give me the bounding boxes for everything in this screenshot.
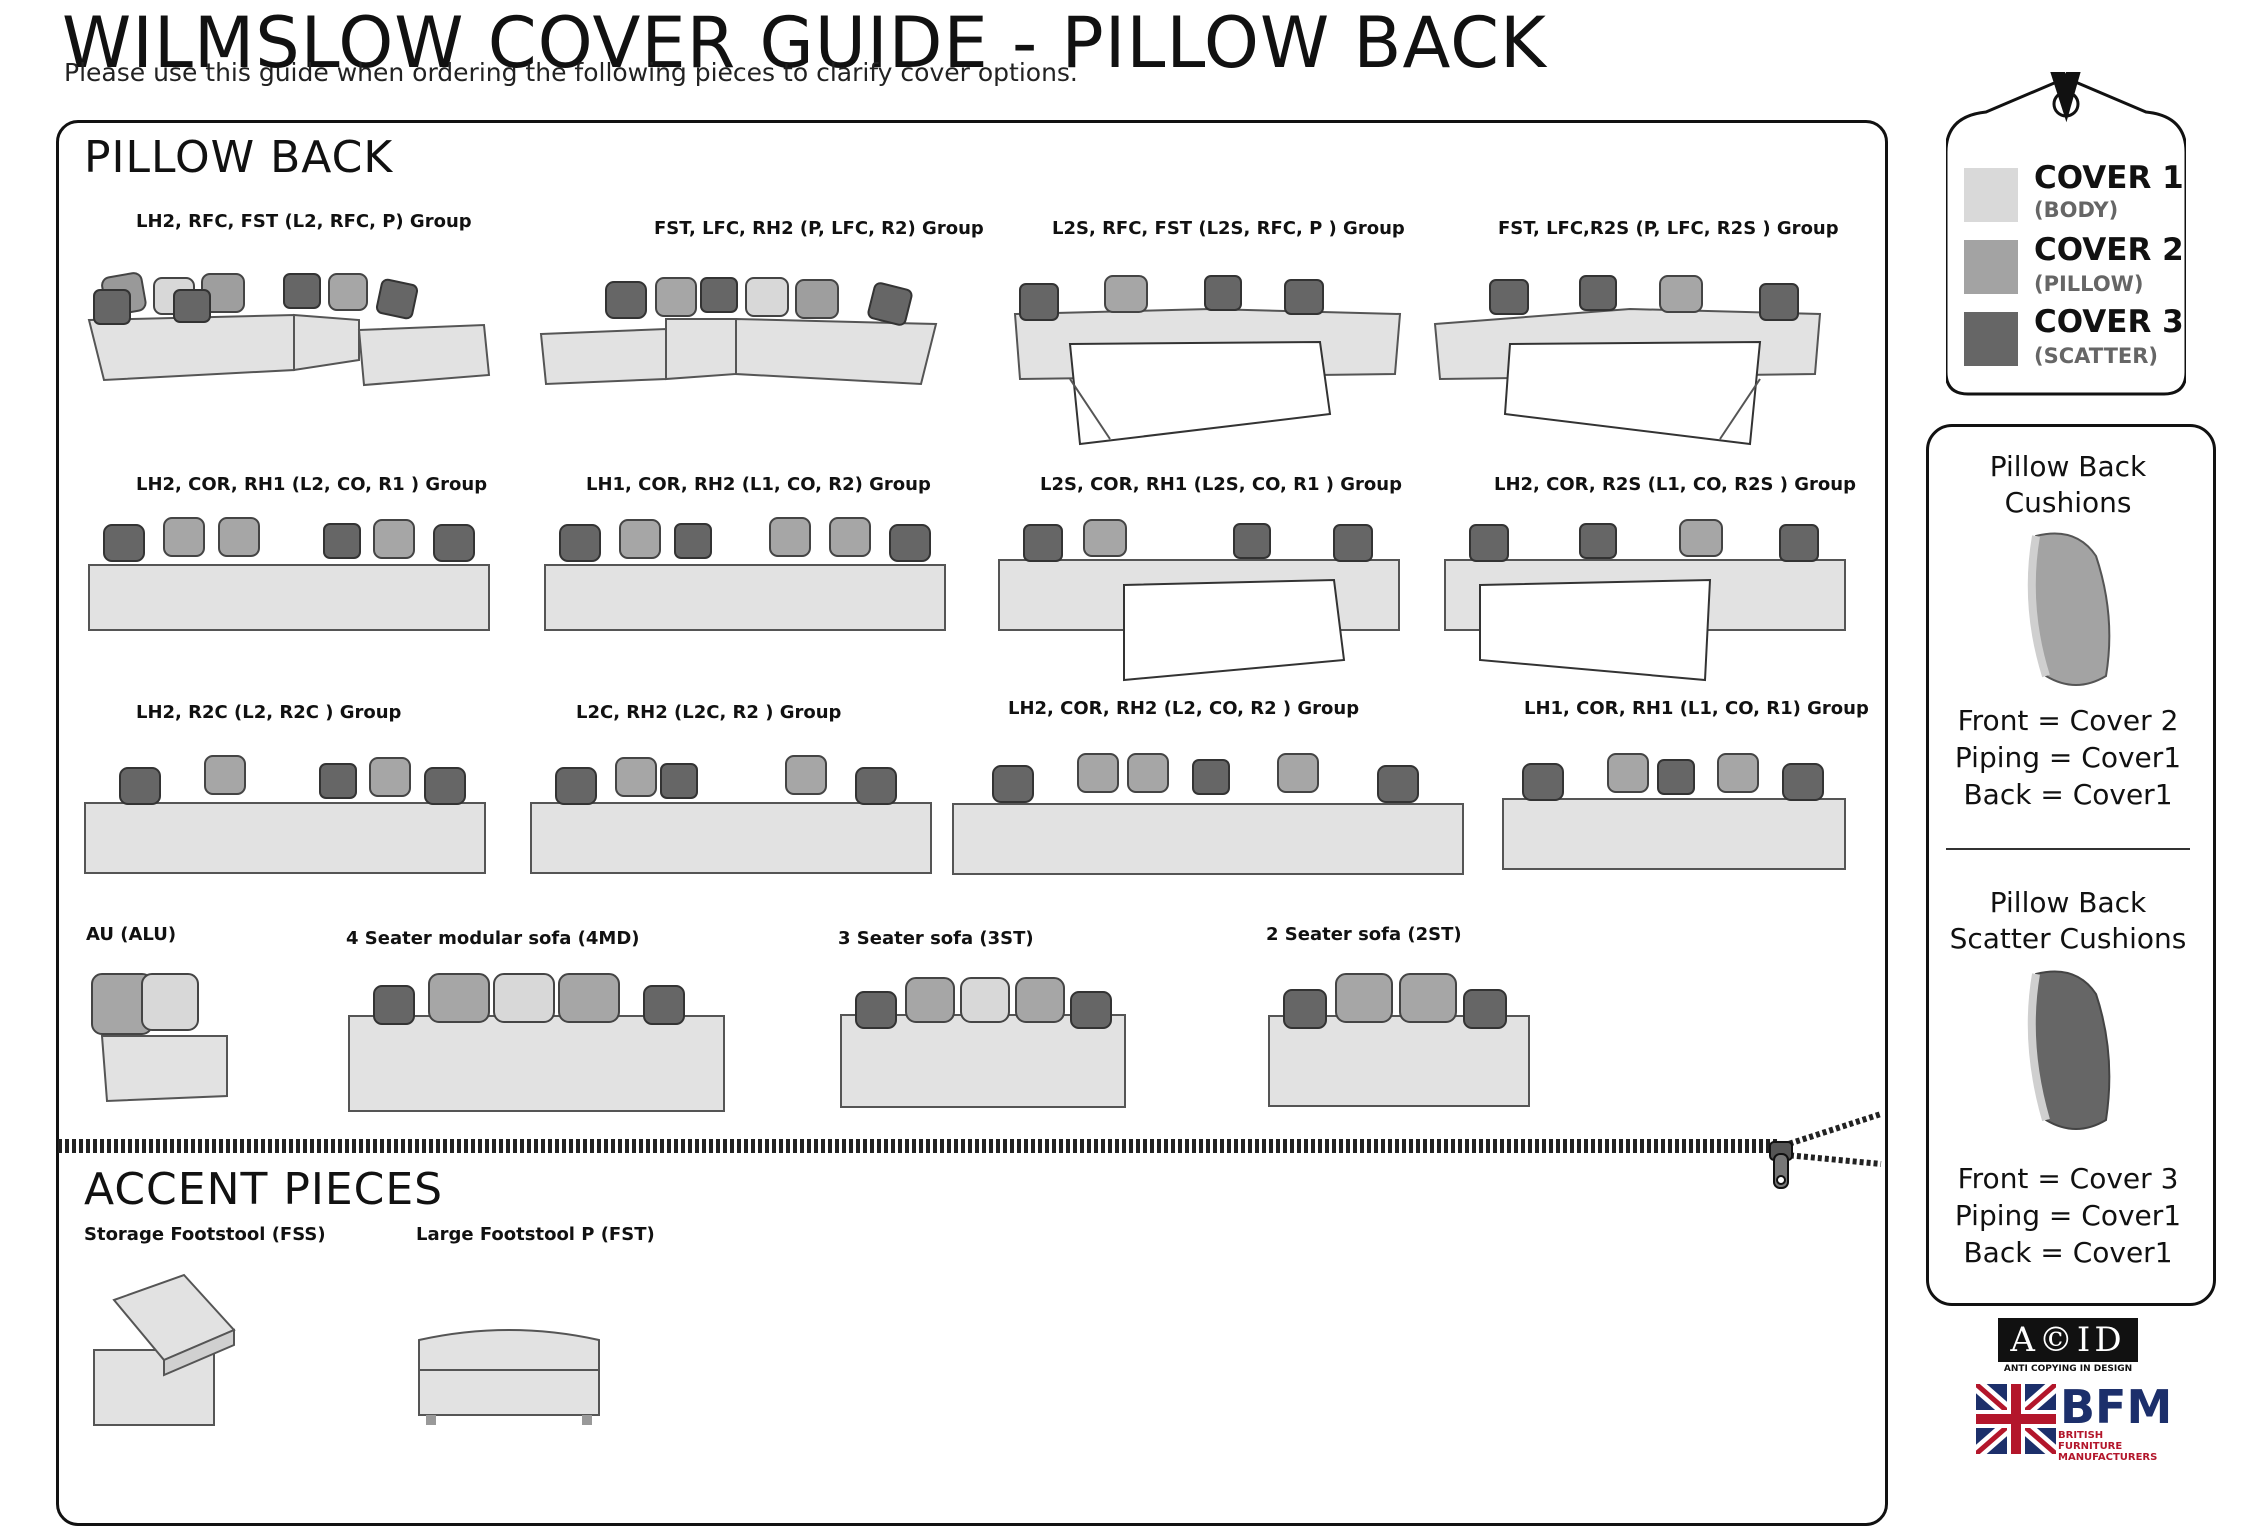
zip-divider [58, 1139, 1778, 1153]
section-heading-pillow-back: PILLOW BACK [84, 132, 394, 183]
scatter-cushion-title-2: Scatter Cushions [1949, 922, 2187, 955]
corner-sofa-illustration [87, 272, 491, 387]
sofabed-corner-illustration [1013, 275, 1402, 446]
corner-sofa-illustration [88, 517, 490, 631]
piece-label: FST, LFC,R2S (P, LFC, R2S ) Group [1498, 218, 1839, 239]
page-title: WILMSLOW COVER GUIDE - PILLOW BACK [62, 2, 1547, 84]
panel-divider [1946, 848, 2190, 850]
piece-label: LH1, COR, RH2 (L1, CO, R2) Group [586, 474, 931, 495]
bfm-logo: BFM [2060, 1380, 2173, 1434]
acid-logo-subtext: ANTI COPYING IN DESIGN [2003, 1364, 2133, 1374]
piece-label: LH2, COR, RH2 (L2, CO, R2 ) Group [1008, 698, 1360, 719]
bfm-logo-subtext: BRITISH FURNITURE MANUFACTURERS [2058, 1430, 2158, 1463]
cover1-name: COVER 1 [2034, 160, 2184, 196]
cover3-sub: (SCATTER) [2034, 344, 2159, 368]
storage-footstool-illustration [93, 1273, 236, 1426]
three-seater-sofa-illustration [840, 977, 1126, 1108]
piece-label: 3 Seater sofa (3ST) [838, 928, 1034, 949]
corner-sofa-illustration [544, 517, 946, 631]
pillow-back-text: Back = Cover1 [1963, 778, 2173, 811]
scatter-piping-text: Piping = Cover1 [1954, 1199, 2182, 1232]
piece-label: L2S, RFC, FST (L2S, RFC, P ) Group [1052, 218, 1405, 239]
piece-label: LH2, R2C (L2, R2C ) Group [136, 702, 402, 723]
corner-sofa-illustration [539, 277, 938, 386]
cover2-sub: (PILLOW) [2034, 272, 2144, 296]
pillow-cushion-title-2: Cushions [2004, 486, 2132, 519]
piece-label: FST, LFC, RH2 (P, LFC, R2) Group [654, 218, 984, 239]
two-seater-sofa-illustration [1268, 973, 1530, 1107]
piece-label: L2C, RH2 (L2C, R2 ) Group [576, 702, 842, 723]
large-footstool-illustration [418, 1329, 600, 1425]
armless-unit-illustration [91, 973, 228, 1103]
piece-label: L2S, COR, RH1 (L2S, CO, R1 ) Group [1040, 474, 1402, 495]
corner-sofa-illustration [1502, 753, 1846, 870]
piece-label: LH2, COR, RH1 (L2, CO, R1 ) Group [136, 474, 488, 495]
pillow-cushion-title: Pillow Back [1989, 450, 2147, 483]
zipper-pull-icon [1769, 1111, 1882, 1189]
acid-logo: A©ID [1998, 1318, 2138, 1362]
cover2-swatch [1964, 240, 2018, 294]
pillow-piping-text: Piping = Cover1 [1954, 741, 2182, 774]
piece-label: Storage Footstool (FSS) [84, 1224, 326, 1245]
piece-label: AU (ALU) [86, 924, 177, 945]
cover1-swatch [1964, 168, 2018, 222]
corner-sofa-illustration [952, 753, 1464, 875]
cover3-swatch [1964, 312, 2018, 366]
cover2-name: COVER 2 [2034, 232, 2184, 268]
piece-label: LH2, COR, R2S (L1, CO, R2S ) Group [1494, 474, 1856, 495]
sofabed-corner-illustration [998, 519, 1400, 682]
cover3-name: COVER 3 [2034, 304, 2184, 340]
piece-label: 4 Seater modular sofa (4MD) [346, 928, 640, 949]
sofabed-corner-illustration [1444, 519, 1846, 682]
cushion-info-panel [1926, 424, 2216, 1306]
union-flag-icon [1976, 1384, 2056, 1454]
section-heading-accent-pieces: ACCENT PIECES [84, 1164, 444, 1215]
piece-label: Large Footstool P (FST) [416, 1224, 655, 1245]
four-seater-sofa-illustration [348, 973, 725, 1112]
corner-sofa-illustration [530, 755, 932, 874]
piece-label: 2 Seater sofa (2ST) [1266, 924, 1462, 945]
cover1-sub: (BODY) [2034, 198, 2119, 222]
corner-sofa-illustration [84, 755, 486, 874]
sofabed-corner-illustration [1433, 275, 1822, 446]
piece-label: LH2, RFC, FST (L2, RFC, P) Group [136, 211, 472, 232]
piece-label: LH1, COR, RH1 (L1, CO, R1) Group [1524, 698, 1869, 719]
page-subtitle: Please use this guide when ordering the … [64, 58, 1078, 87]
scatter-back-text: Back = Cover1 [1963, 1236, 2173, 1269]
scatter-cushion-title: Pillow Back [1989, 886, 2147, 919]
scatter-cushion-icon [2027, 970, 2111, 1130]
scatter-front-text: Front = Cover 3 [1957, 1162, 2179, 1195]
pillow-cushion-icon [2027, 532, 2111, 686]
pillow-front-text: Front = Cover 2 [1957, 704, 2179, 737]
